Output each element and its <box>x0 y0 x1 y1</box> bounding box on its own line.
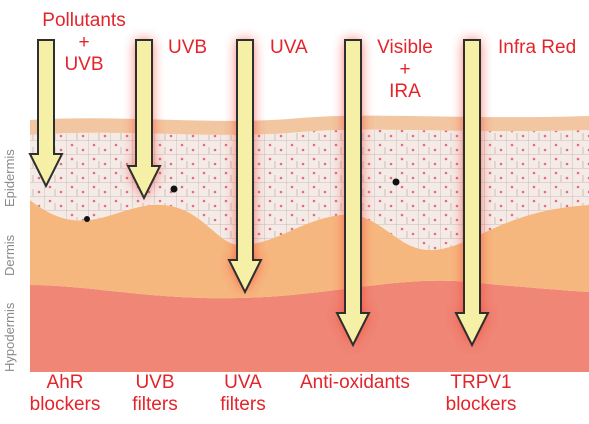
label-uvb-filters: UVB filters <box>120 372 190 416</box>
label-pollutants-uvb: Pollutants + UVB <box>29 10 139 76</box>
label-ahr-blockers: AhR blockers <box>20 372 110 416</box>
label-visible-ira: Visible + IRA <box>370 37 440 103</box>
melanin-granule <box>171 186 178 193</box>
melanin-granule <box>84 216 90 222</box>
label-infra-red: Infra Red <box>498 37 576 59</box>
hypodermis-layer <box>30 281 589 372</box>
label-epidermis: Epidermis <box>2 149 17 207</box>
label-trpv1-blockers: TRPV1 blockers <box>436 372 526 416</box>
label-uva-filters: UVA filters <box>208 372 278 416</box>
melanin-granule <box>393 179 400 186</box>
label-anti-oxidants: Anti-oxidants <box>300 372 410 394</box>
label-dermis: Dermis <box>2 235 17 276</box>
label-hypodermis: Hypodermis <box>2 303 17 372</box>
label-uva: UVA <box>270 37 308 59</box>
label-uvb: UVB <box>168 37 207 59</box>
